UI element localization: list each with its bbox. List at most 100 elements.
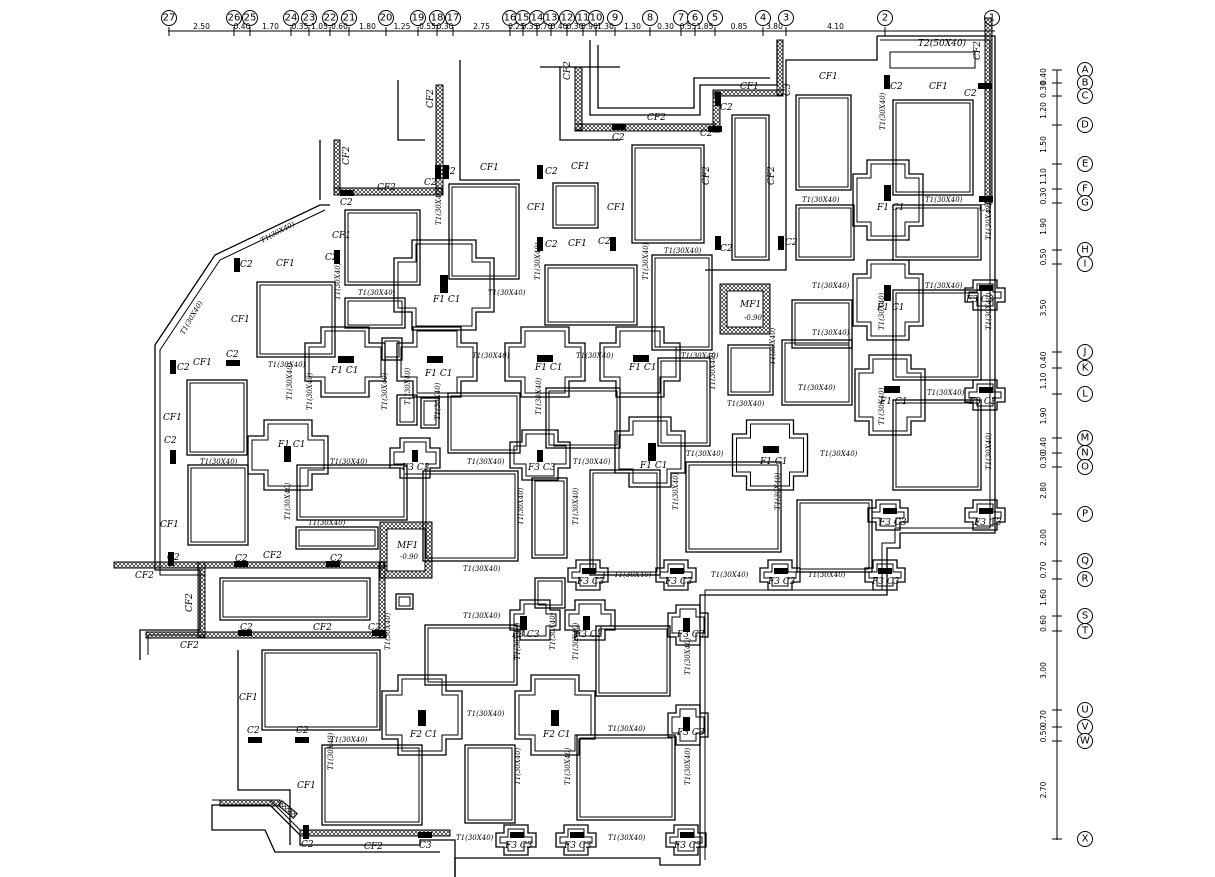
column xyxy=(443,165,449,179)
right-grid-dimension: 0.30 xyxy=(1039,187,1048,204)
column xyxy=(520,616,527,630)
tie-beam-label: T1(30X40) xyxy=(456,834,494,842)
mf1-level-b: -0.90 xyxy=(400,553,418,561)
top-grid-dimension: 1.70 xyxy=(262,22,279,31)
element-label: F3 C3 xyxy=(563,841,592,851)
right-grid-dimension: 2.70 xyxy=(1039,781,1048,798)
tie-beam-label: T1(30X40) xyxy=(535,377,543,415)
right-grid-dimension: 1.20 xyxy=(1039,102,1048,119)
column xyxy=(683,618,690,632)
column xyxy=(334,250,340,264)
tie-beam-label: T1(30X40) xyxy=(179,299,205,336)
element-label: CF1 xyxy=(571,162,590,172)
top-grid-dimension: 0.90 xyxy=(581,22,598,31)
bay-outline xyxy=(795,94,852,191)
column xyxy=(979,196,993,202)
bay-inner xyxy=(537,580,563,606)
bay-outline xyxy=(422,470,519,562)
element-label: CF2 xyxy=(647,113,666,123)
top-grid-dimension: 1.30 xyxy=(624,22,641,31)
element-label: C2 xyxy=(424,178,437,188)
element-label: CF1 xyxy=(160,520,179,530)
top-grid-bubble: 10 xyxy=(588,10,604,36)
column xyxy=(883,508,897,514)
column xyxy=(295,737,309,743)
tie-beam-label: T1(30X40) xyxy=(927,389,965,397)
column xyxy=(610,237,616,251)
right-grid-dimension: 3.50 xyxy=(1039,299,1048,316)
column xyxy=(884,285,891,301)
column xyxy=(238,630,252,636)
tie-beam-label: T1(30X40) xyxy=(727,400,765,408)
top-grid-bubble-label: 8 xyxy=(647,13,653,24)
column xyxy=(226,360,240,366)
bay-outline xyxy=(589,469,661,576)
element-label: CF2 xyxy=(185,593,195,612)
bay-inner xyxy=(784,342,850,403)
right-grid-bubble: U xyxy=(1052,702,1093,718)
mf1-label-b: MF1 xyxy=(396,541,418,551)
tie-beam-label: T1(30X40) xyxy=(572,487,580,525)
element-label: CF2 xyxy=(767,166,777,185)
footing-pad xyxy=(665,824,707,856)
bay-inner xyxy=(895,207,979,258)
bay-inner xyxy=(592,472,658,573)
column xyxy=(427,356,443,363)
bay-outline xyxy=(186,379,248,456)
top-grid-bubble: 22 xyxy=(322,10,338,36)
footing-pad xyxy=(393,239,495,331)
tie-beam-label: T1(30X40) xyxy=(463,565,501,573)
bay-inner xyxy=(895,292,979,378)
tie-beam-label: T1(30X40) xyxy=(925,282,963,290)
right-grid-bubble-label: U xyxy=(1081,705,1088,716)
bay-inner xyxy=(798,207,852,258)
column xyxy=(680,832,694,838)
element-label: CF1 xyxy=(819,72,838,82)
mat-footings: MF1 -0.90 MF1 -0.90 xyxy=(379,283,771,579)
bay-inner xyxy=(895,402,979,488)
bay-outline xyxy=(576,734,676,821)
right-grid-bubble-label: N xyxy=(1081,448,1088,459)
column xyxy=(708,126,722,132)
column xyxy=(418,710,426,726)
right-grid-bubble: G xyxy=(1052,195,1093,211)
top-grid-bubble-label: 21 xyxy=(343,13,356,24)
bay-outline xyxy=(321,744,423,826)
element-label: C2 xyxy=(167,553,180,563)
element-label: C2 xyxy=(720,244,733,254)
bay-inner xyxy=(222,580,368,618)
element-label: C2 xyxy=(545,240,558,250)
bay-outline xyxy=(791,299,853,349)
tie-beam-label: T1(30X40) xyxy=(878,387,886,425)
footing-pad xyxy=(867,499,909,531)
top-grid-bubble-label: 25 xyxy=(244,13,257,24)
element-label: CF1 xyxy=(740,82,759,92)
element-label: F3 C3 xyxy=(664,577,693,587)
footing-pad xyxy=(852,159,924,241)
footing-pad xyxy=(667,704,709,746)
column xyxy=(683,717,690,731)
column xyxy=(884,386,900,393)
top-grid-bubble-label: 17 xyxy=(447,13,460,24)
top-grid-bubble: 6 xyxy=(687,10,703,36)
tie-beam-label: T1(30X40) xyxy=(711,571,749,579)
right-grid-bubble: T xyxy=(1052,623,1093,639)
right-grid-dimension: 0.50 xyxy=(1039,725,1048,742)
tie-beam-label: T1(30X40) xyxy=(879,92,887,130)
column xyxy=(168,552,174,566)
footing-pad xyxy=(759,559,801,591)
element-label: C2 xyxy=(785,238,798,248)
bay-outline xyxy=(424,624,518,686)
bay-outline xyxy=(545,387,621,449)
bay-inner xyxy=(324,747,420,823)
column xyxy=(612,124,626,130)
tie-beam-label: T1(30X40) xyxy=(608,834,646,842)
footing-pad-inner xyxy=(397,243,491,327)
element-label: CF1 xyxy=(480,163,499,173)
right-grid-bubble-label: T xyxy=(1081,626,1089,637)
top-grid-dimension: 1.80 xyxy=(359,22,376,31)
footing-pad xyxy=(509,599,561,641)
bay-inner xyxy=(399,397,415,423)
top-grid-bubble-label: 7 xyxy=(678,13,684,24)
element-label: C2 xyxy=(177,363,190,373)
